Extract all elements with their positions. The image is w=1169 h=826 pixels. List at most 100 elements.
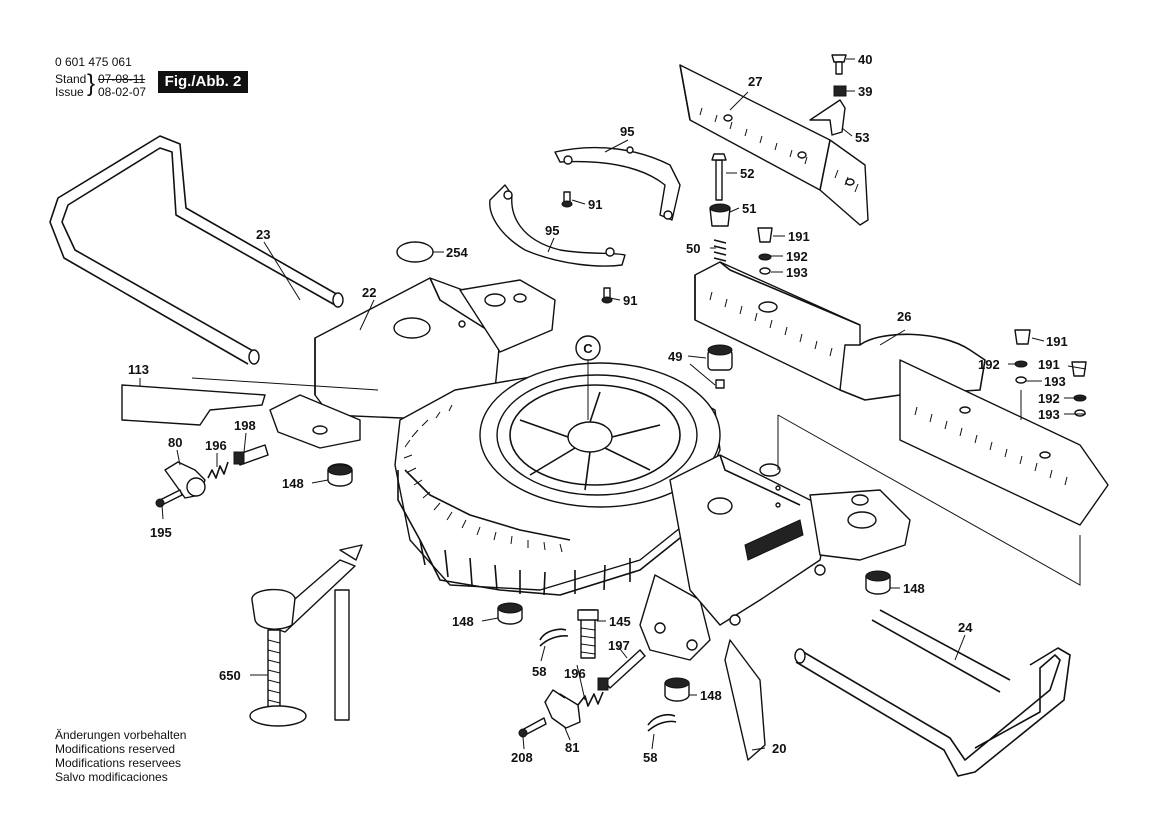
clamp-80: [164, 461, 206, 499]
part-label: 192: [978, 357, 1000, 372]
part-label: 148: [282, 476, 304, 491]
part-label: 148: [700, 688, 722, 703]
part-label: 50: [686, 241, 700, 256]
part-label: 91: [623, 293, 637, 308]
part-label: 192: [1038, 391, 1060, 406]
base-extension-22: [269, 277, 556, 449]
part-label: 198: [234, 418, 256, 433]
part-labels: 40 39 27 53 95 52 91 51 191 95 192 193 5…: [128, 52, 1068, 765]
part-number: 0 601 475 061: [55, 55, 132, 69]
part-label: 91: [588, 197, 602, 212]
screw-191-washers: [1014, 329, 1031, 384]
rubber-foot-148: [497, 602, 523, 625]
part-label: 95: [545, 223, 559, 238]
leader-lines: [139, 58, 1087, 751]
part-label: 51: [742, 201, 756, 216]
part-label: 95: [620, 124, 634, 139]
part-label: 113: [128, 362, 149, 377]
part-label: 58: [643, 750, 657, 765]
part-label: 81: [565, 740, 579, 755]
hardware-39-40-53: [809, 54, 847, 136]
miter-scale: [403, 404, 563, 553]
note-line: Salvo modificaciones: [55, 770, 168, 784]
part-label: 49: [668, 349, 682, 364]
rubber-foot-148: [664, 677, 690, 702]
material-clamp-650: [249, 544, 363, 727]
part-label: 53: [855, 130, 869, 145]
extension-rod-24: [794, 609, 1071, 777]
screw-191-washers: [757, 227, 773, 275]
note-line: Änderungen vorbehalten: [55, 728, 187, 742]
part-label: 208: [511, 750, 533, 765]
part-label: 192: [786, 249, 808, 264]
screw-208: [518, 717, 547, 738]
part-label: 80: [168, 435, 182, 450]
label-disk-254: [396, 241, 434, 263]
part-label: 197: [608, 638, 630, 653]
hardware-50-51-52: [709, 153, 731, 262]
part-label: 39: [858, 84, 872, 99]
bolt-197: [597, 649, 646, 691]
part-label: 193: [1038, 407, 1060, 422]
note-line: Modifications reservees: [55, 756, 182, 770]
cotter-pin-58: [647, 713, 677, 732]
part-label: 196: [205, 438, 227, 453]
part-label: 145: [609, 614, 631, 629]
bolt-145: [577, 609, 599, 659]
reference-line: [777, 414, 1081, 586]
spring-196-left: [207, 461, 229, 479]
base-extension-right: [669, 454, 911, 626]
part-label: 650: [219, 668, 241, 683]
issue-date: 08-02-07: [98, 85, 147, 99]
part-label: 191: [788, 229, 810, 244]
part-label: 148: [903, 581, 925, 596]
part-label: 196: [564, 666, 586, 681]
part-label: 254: [446, 245, 468, 260]
rotary-table: [394, 362, 721, 661]
screw-195: [155, 489, 183, 508]
part-label: 193: [786, 265, 808, 280]
issue-label: Issue: [55, 85, 84, 99]
part-label: 23: [256, 227, 270, 242]
screw-91: [601, 287, 613, 304]
part-label: 52: [740, 166, 754, 181]
rubber-foot-148: [327, 463, 353, 487]
label-113: [121, 377, 379, 426]
part-label: 40: [858, 52, 872, 67]
modification-notes: Änderungen vorbehalten Modifications res…: [55, 728, 186, 784]
note-line: Modifications reserved: [55, 742, 176, 756]
guide-plate-95-lower: [489, 184, 626, 267]
part-label: 195: [150, 525, 172, 540]
screw-91: [561, 191, 573, 208]
cotter-pin-58: [539, 628, 569, 647]
fence-27: [679, 64, 869, 226]
part-label: 148: [452, 614, 474, 629]
label-20: [724, 639, 766, 761]
part-label: 58: [532, 664, 546, 679]
part-label: 191: [1046, 334, 1068, 349]
bolt-198: [233, 444, 269, 466]
guide-plate-95-upper: [554, 146, 681, 221]
screw-191-washers: [1071, 361, 1087, 417]
figure-badge: Fig./Abb. 2: [158, 71, 248, 93]
part-label: 191: [1038, 357, 1060, 372]
spring-196-lower: [577, 691, 604, 707]
part-label: 27: [748, 74, 762, 89]
rubber-foot-148: [865, 570, 891, 595]
part-label: 26: [897, 309, 911, 324]
fence-26: [694, 261, 1109, 526]
part-label: 22: [362, 285, 376, 300]
callout-c: C: [575, 335, 601, 420]
callout-c-label: C: [583, 341, 593, 356]
stand-label: Stand: [55, 72, 87, 86]
extension-rod-23: [49, 135, 344, 365]
part-label: 193: [1044, 374, 1066, 389]
part-label: 24: [958, 620, 973, 635]
part-label: 20: [772, 741, 786, 756]
stand-date: 07-08-11: [98, 72, 146, 86]
knob-49: [707, 344, 733, 389]
clamp-81: [544, 689, 581, 729]
brace-symbol: }: [87, 70, 96, 97]
